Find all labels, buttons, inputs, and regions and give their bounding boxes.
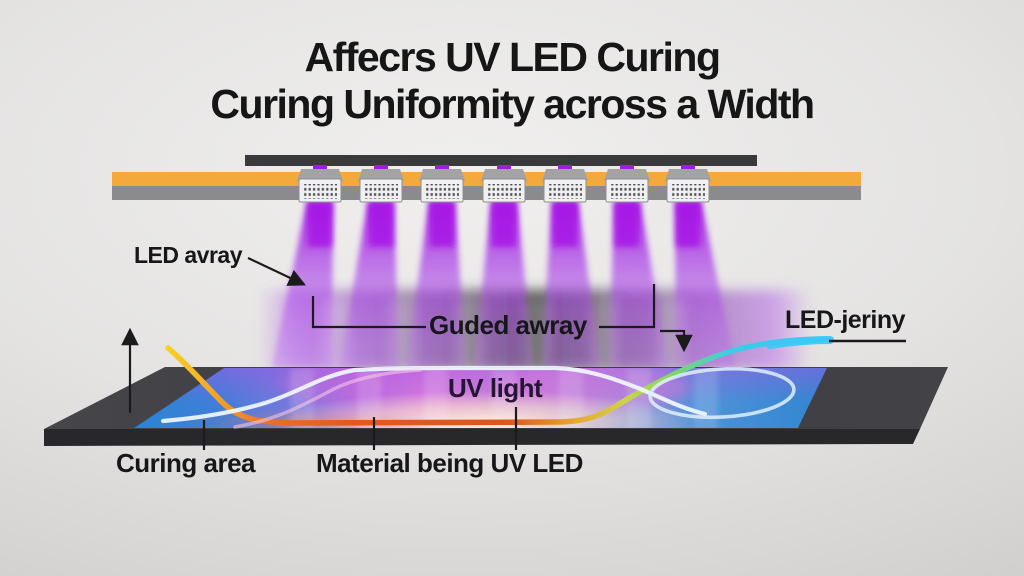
bracket-left bbox=[311, 296, 426, 329]
secondary-curve-pink bbox=[233, 368, 422, 429]
down-elbow-arrow bbox=[660, 329, 693, 353]
led-array-pointer-arrow bbox=[247, 257, 306, 286]
cyan-curve-end bbox=[766, 336, 834, 349]
led-module bbox=[664, 164, 712, 203]
uniformity-curve-white bbox=[160, 365, 708, 424]
led-module bbox=[296, 164, 344, 203]
platform-front-face bbox=[44, 429, 920, 446]
led-array-label: LED avray bbox=[134, 242, 243, 268]
uv-beam-cores bbox=[308, 201, 700, 247]
led-module bbox=[541, 164, 589, 203]
led-jeriny-label: LED-jeriny bbox=[785, 306, 906, 334]
intensity-curve-spectrum bbox=[165, 336, 831, 426]
led-module bbox=[480, 164, 528, 203]
guided-array-label: Guded awray bbox=[429, 310, 587, 340]
led-module bbox=[418, 164, 466, 203]
material-label: Material being UV LED bbox=[316, 448, 583, 478]
uv-light-label: UV light bbox=[448, 373, 543, 403]
title-line-1: Affecrs UV LED Curing bbox=[304, 34, 722, 80]
page-title: Affecrs UV LED Curing Curing Uniformity … bbox=[0, 34, 1024, 128]
curing-area-label: Curing area bbox=[116, 448, 256, 478]
title-line-2: Curing Uniformity across a Width bbox=[210, 81, 815, 127]
led-module bbox=[603, 164, 651, 203]
bracket-right bbox=[599, 284, 656, 329]
led-module bbox=[357, 164, 405, 203]
beam-gap-streaks bbox=[323, 298, 685, 368]
top-rail-bar bbox=[245, 155, 757, 166]
curve-loop bbox=[648, 366, 796, 420]
